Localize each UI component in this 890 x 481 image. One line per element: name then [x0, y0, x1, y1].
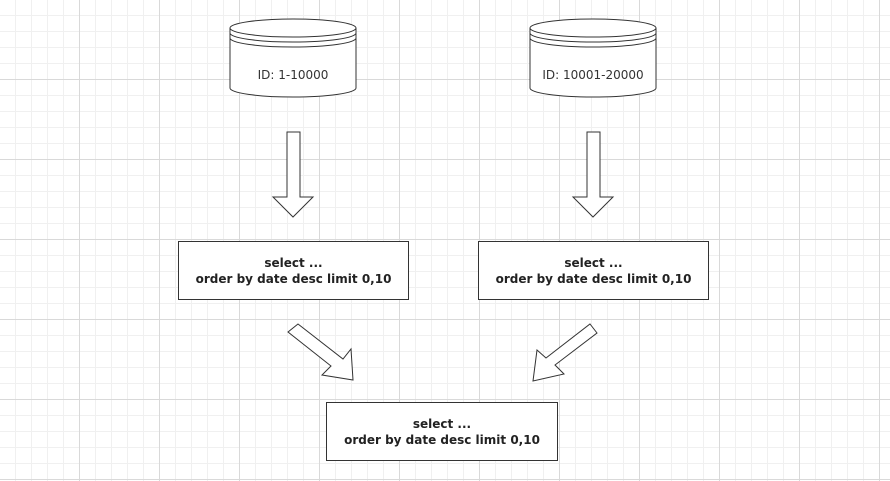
query-line-select: select ... — [264, 255, 323, 270]
query-line-order: order by date desc limit 0,10 — [495, 271, 692, 286]
query-box-merge: select ... order by date desc limit 0,10 — [326, 402, 558, 461]
query-box-left: select ... order by date desc limit 0,10 — [178, 241, 409, 300]
arrow-down-left — [271, 131, 315, 218]
arrow-diagonal-left — [287, 323, 354, 381]
arrow-diagonal-right — [532, 323, 598, 382]
query-box-right: select ... order by date desc limit 0,10 — [478, 241, 709, 300]
database-label-right: ID: 10001-20000 — [542, 68, 643, 82]
arrow-down-right — [571, 131, 615, 218]
query-line-select: select ... — [412, 416, 472, 431]
query-line-order: order by date desc limit 0,10 — [344, 432, 540, 447]
database-cylinder-left: ID: 1-10000 — [229, 18, 357, 98]
query-line-order: order by date desc limit 0,10 — [195, 271, 392, 286]
query-line-select: select ... — [564, 255, 623, 270]
database-label-left: ID: 1-10000 — [258, 68, 329, 82]
database-cylinder-right: ID: 10001-20000 — [529, 18, 657, 98]
